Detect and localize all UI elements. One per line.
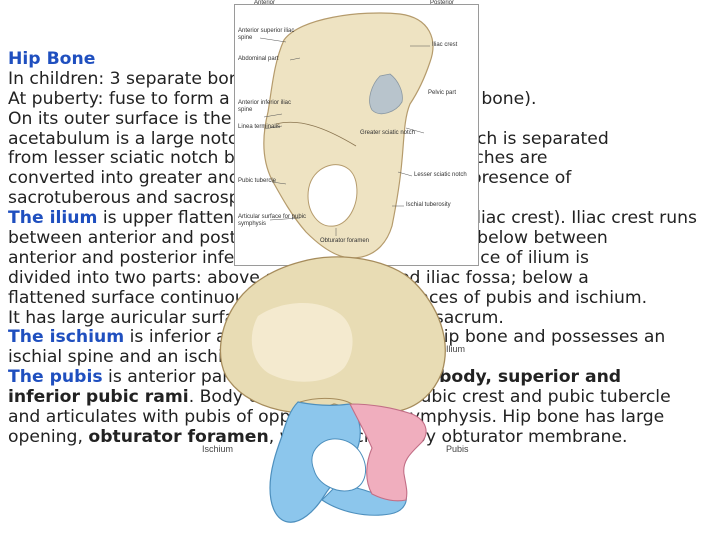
pubis-text: is anterior part of hip bone, and has a xyxy=(102,367,440,388)
pubis-text: . Body of pubis bears the pubic crest an… xyxy=(188,387,671,408)
obturator-pre: opening, xyxy=(8,426,89,447)
text-line: On its outer surface is the acetabulum. … xyxy=(8,108,410,129)
slide-title: Hip Bone xyxy=(8,49,96,69)
inset-label-anterior: Anterior xyxy=(254,0,276,6)
text-line: ischial spine and an ischial tuberosity. xyxy=(8,347,334,368)
ilium-term: The ilium xyxy=(8,208,98,229)
pubis-term: The pubis xyxy=(8,367,103,388)
inset-label-asis: Anterior superior iliac spine xyxy=(238,28,295,41)
text-line: converted into greater and lesser sciati… xyxy=(8,168,572,189)
obturator-line: opening, obturator foramen, which is clo… xyxy=(8,426,720,448)
text-line: divided into two parts: above a concavit… xyxy=(8,267,589,288)
text-line: between anterior and posterior superior … xyxy=(8,228,608,249)
slide-text: Hip Bone In children: 3 separate bones m… xyxy=(8,49,720,448)
text-line: flattened surface continuous with the in… xyxy=(8,287,648,308)
ischium-term: The ischium xyxy=(8,327,125,348)
text-line: from lesser sciatic notch by the ischial… xyxy=(8,148,548,169)
pubis-line-2: inferior pubic rami. Body of pubis bears… xyxy=(8,387,720,408)
pubis-line: The pubis is anterior part of hip bone, … xyxy=(8,367,720,388)
inset-label-posterior: Posterior xyxy=(430,0,455,6)
pubis-parts: body, superior and xyxy=(439,367,622,388)
text-line: In children: 3 separate bones meet at th… xyxy=(8,68,479,89)
inset-label-iliac-crest: Iliac crest xyxy=(432,42,458,48)
text-line: acetabulum is a large notch, greater sci… xyxy=(8,128,609,149)
ischium-line: The ischium is inferior and posterior pa… xyxy=(8,328,720,348)
text-line: sacrotuberous and sacrospinous ligaments… xyxy=(8,188,382,209)
ilium-line: The ilium is upper flattened part (free … xyxy=(8,208,720,229)
ischium-to-pubis-ramus xyxy=(321,485,407,516)
pubic-rami: inferior pubic rami xyxy=(8,387,189,408)
ilium-text: is upper flattened part (free upper bord… xyxy=(97,208,697,229)
ischium-text: is inferior and posterior part of the hi… xyxy=(124,327,666,348)
text-line: It has large auricular surface for artic… xyxy=(8,307,504,328)
text-line: anterior and posterior inferior iliac sp… xyxy=(8,247,589,268)
text-line: and articulates with pubis of opposite s… xyxy=(8,407,665,428)
text-line: At puberty: fuse to form a single innomi… xyxy=(8,88,537,109)
obturator-text: , which is closed by obturator membrane. xyxy=(268,426,628,447)
obturator-term: obturator foramen xyxy=(88,426,269,447)
